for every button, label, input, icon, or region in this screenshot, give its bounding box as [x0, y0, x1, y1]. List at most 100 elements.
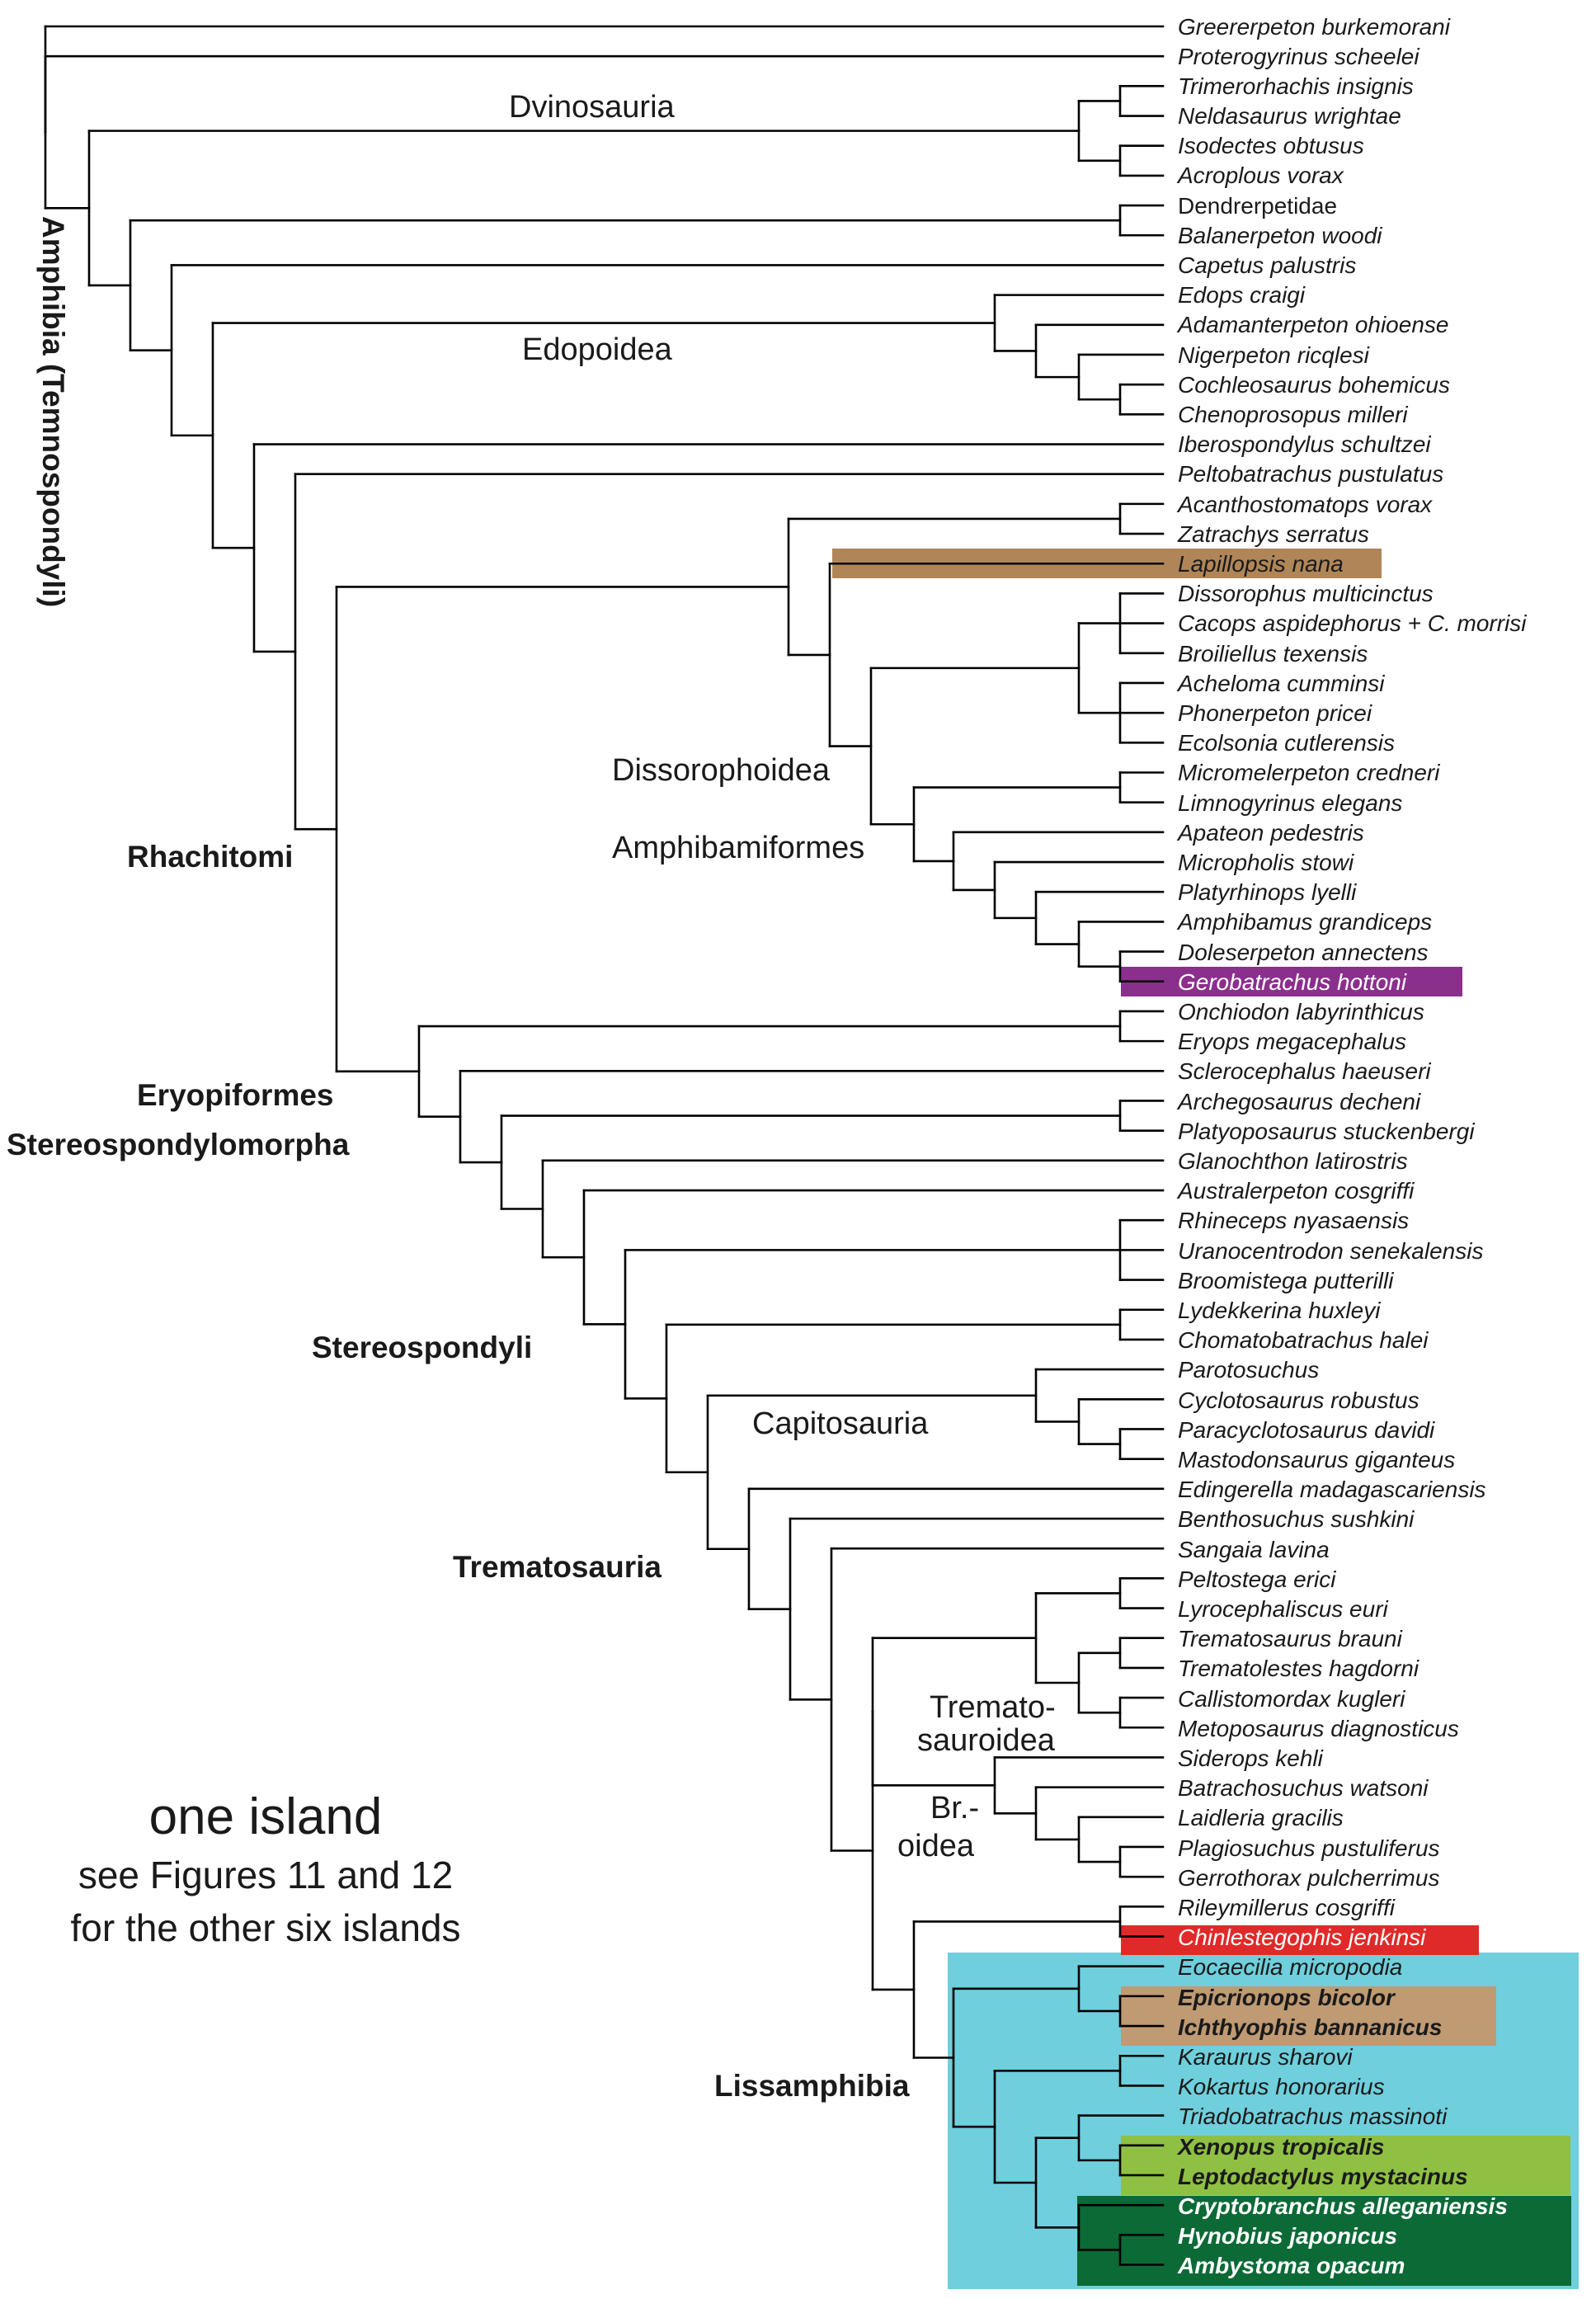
taxon-label: Batrachosuchus watsoni — [1178, 1775, 1429, 1801]
taxon-label: Peltobatrachus pustulatus — [1178, 461, 1443, 487]
tree-branches — [44, 25, 1165, 2266]
taxon-label: Archegosaurus decheni — [1176, 1089, 1421, 1114]
clade-label-dvinosauria: Dvinosauria — [509, 90, 676, 125]
taxon-label: Chinlestegophis jenkinsi — [1178, 1924, 1426, 1950]
taxon-label: Dissorophus multicinctus — [1178, 581, 1434, 606]
taxon-label: Xenopus tropicalis — [1176, 2134, 1385, 2160]
clade-label-trematosauroidea-2: sauroidea — [917, 1723, 1056, 1758]
taxon-label: Phonerpeton pricei — [1178, 700, 1372, 726]
taxon-label: Isodectes obtusus — [1178, 133, 1364, 158]
clade-label-brachyopoidea-1: Br.- — [930, 1791, 979, 1826]
clade-label-trematosauria: Trematosauria — [453, 1550, 661, 1584]
taxon-label: Platyrhinops lyelli — [1178, 879, 1357, 905]
taxon-label: Ambystoma opacum — [1177, 2253, 1405, 2278]
taxon-label: Lydekkerina huxleyi — [1178, 1298, 1381, 1323]
clade-label-stereospondylomorpha: Stereospondylomorpha — [7, 1128, 350, 1161]
taxon-label: Karaurus sharovi — [1178, 2044, 1353, 2070]
taxon-label: Cochleosaurus bohemicus — [1178, 372, 1450, 398]
taxon-label: Rhineceps nyasaensis — [1178, 1208, 1409, 1233]
clade-label-eryopiformes: Eryopiformes — [137, 1078, 334, 1112]
taxon-label: Callistomordax kugleri — [1178, 1686, 1405, 1712]
taxon-label: Broiliellus texensis — [1178, 641, 1368, 667]
clade-label-amphibia: Amphibia (Temnospondyli) — [36, 216, 70, 607]
clade-label-amphibamiformes: Amphibamiformes — [612, 831, 864, 865]
taxon-labels: Greererpeton burkemorani Proterogyrinus … — [1176, 14, 1527, 2278]
islands-note: one island see Figures 11 and 12 for the… — [70, 1788, 460, 1949]
taxon-label: Greererpeton burkemorani — [1178, 14, 1451, 40]
highlight-backgrounds — [832, 549, 1579, 2289]
clade-label-rhachitomi: Rhachitomi — [127, 840, 293, 874]
taxon-label: Plagiosuchus pustuliferus — [1178, 1835, 1440, 1861]
taxon-label: Limnogyrinus elegans — [1178, 790, 1402, 816]
taxon-label: Ecolsonia cutlerensis — [1178, 730, 1395, 756]
taxon-label: Trimerorhachis insignis — [1178, 73, 1414, 99]
taxon-label: Micromelerpeton credneri — [1178, 760, 1440, 785]
taxon-label: Mastodonsaurus giganteus — [1178, 1447, 1455, 1472]
taxon-label: Cacops aspidephorus + C. morrisi — [1178, 610, 1527, 636]
taxon-label: Paracyclotosaurus davidi — [1178, 1417, 1435, 1443]
clade-label-trematosauroidea-1: Tremato- — [930, 1690, 1056, 1725]
clade-label-edopoidea: Edopoidea — [522, 332, 673, 367]
clade-label-brachyopoidea-2: oidea — [897, 1829, 975, 1863]
taxon-label: Eocaecilia micropodia — [1178, 1954, 1402, 1980]
taxon-label: Leptodactylus mystacinus — [1178, 2164, 1468, 2189]
taxon-label: Dendrerpetidae — [1178, 193, 1337, 219]
clade-label-dissorophoidea: Dissorophoidea — [612, 753, 831, 788]
gerobatrachus-highlight — [1121, 967, 1462, 996]
taxon-label: Onchiodon labyrinthicus — [1178, 999, 1424, 1025]
taxon-label: Benthosuchus sushkini — [1178, 1506, 1415, 1532]
taxon-label: Ichthyophis bannanicus — [1178, 2014, 1442, 2040]
taxon-label: Epicrionops bicolor — [1178, 1985, 1396, 2010]
taxon-label: Kokartus honorarius — [1178, 2074, 1385, 2099]
taxon-label: Amphibamus grandiceps — [1176, 909, 1432, 935]
caudata-highlight — [1077, 2196, 1571, 2286]
taxon-label: Zatrachys serratus — [1177, 521, 1369, 547]
caecilian-highlight — [1121, 1986, 1496, 2046]
taxon-label: Gerobatrachus hottoni — [1178, 969, 1407, 995]
taxon-label: Lapillopsis nana — [1178, 551, 1344, 577]
taxon-label: Hynobius japonicus — [1178, 2223, 1397, 2249]
taxon-label: Cryptobranchus alleganiensis — [1178, 2193, 1508, 2219]
taxon-label: Acheloma cumminsi — [1176, 671, 1385, 696]
taxon-label: Cyclotosaurus robustus — [1178, 1387, 1419, 1413]
taxon-label: Rileymillerus cosgriffi — [1178, 1895, 1396, 1920]
taxon-label: Adamanterpeton ohioense — [1176, 312, 1448, 337]
taxon-label: Proterogyrinus scheelei — [1178, 44, 1419, 69]
taxon-label: Doleserpeton annectens — [1178, 940, 1429, 965]
taxon-label: Balanerpeton woodi — [1178, 223, 1382, 248]
anura-highlight — [1121, 2136, 1570, 2195]
taxon-label: Edingerella madagascariensis — [1178, 1477, 1486, 1502]
taxon-label: Australerpeton cosgriffi — [1176, 1178, 1415, 1204]
clade-label-lissamphibia: Lissamphibia — [714, 2069, 910, 2103]
taxon-label: Eryops megacephalus — [1178, 1029, 1406, 1054]
taxon-label: Chomatobatrachus halei — [1178, 1327, 1429, 1353]
taxon-label: Triadobatrachus massinoti — [1178, 2103, 1448, 2129]
note-line-3: for the other six islands — [70, 1906, 460, 1949]
taxon-label: Acroplous vorax — [1176, 163, 1344, 188]
taxon-label: Nigerpeton ricqlesi — [1178, 342, 1370, 368]
taxon-label: Metoposaurus diagnosticus — [1178, 1716, 1459, 1741]
taxon-label: Chenoprosopus milleri — [1178, 402, 1408, 427]
clade-labels: Amphibia (Temnospondyli) Dvinosauria Edo… — [7, 90, 1056, 2103]
taxon-label: Parotosuchus — [1178, 1357, 1319, 1383]
clade-label-capitosauria: Capitosauria — [752, 1406, 929, 1441]
taxon-label: Sclerocephalus haeuseri — [1178, 1058, 1431, 1084]
taxon-label: Iberospondylus schultzei — [1178, 431, 1431, 457]
taxon-label: Trematolestes hagdorni — [1178, 1656, 1419, 1681]
taxon-label: Acanthostomatops vorax — [1176, 492, 1433, 517]
taxon-label: Micropholis stowi — [1178, 850, 1354, 875]
taxon-label: Glanochthon latirostris — [1178, 1148, 1408, 1174]
taxon-label: Gerrothorax pulcherrimus — [1178, 1865, 1439, 1891]
note-line-2: see Figures 11 and 12 — [78, 1854, 453, 1896]
taxon-label: Apateon pedestris — [1176, 820, 1364, 846]
taxon-label: Laidleria gracilis — [1178, 1805, 1344, 1830]
taxon-label: Siderops kehli — [1178, 1745, 1324, 1771]
chinlestegophis-highlight — [1121, 1925, 1479, 1955]
taxon-label: Platyoposaurus stuckenbergi — [1178, 1119, 1475, 1144]
taxon-label: Broomistega putterilli — [1178, 1268, 1394, 1293]
clade-label-stereospondyli: Stereospondyli — [312, 1331, 532, 1364]
taxon-label: Trematosaurus brauni — [1178, 1626, 1403, 1651]
taxon-label: Neldasaurus wrightae — [1178, 103, 1401, 129]
taxon-label: Edops craigi — [1178, 282, 1306, 308]
